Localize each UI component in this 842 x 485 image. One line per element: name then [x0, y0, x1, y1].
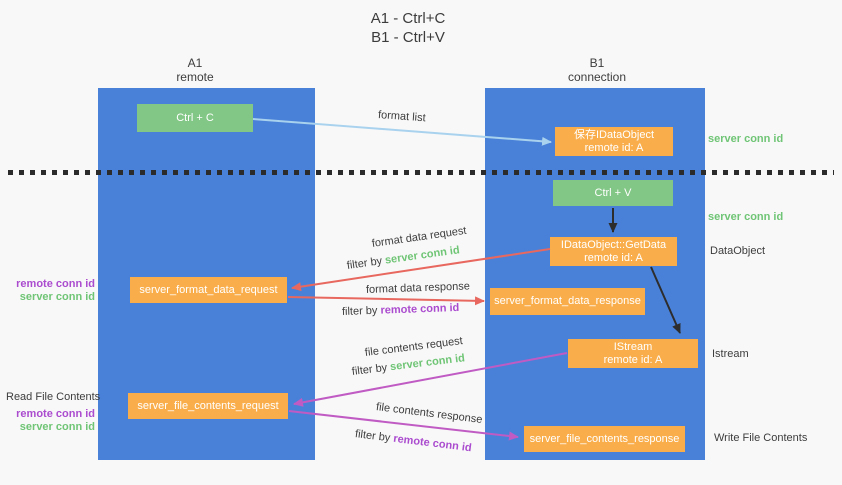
- file-contents-response-label: file contents response: [375, 401, 484, 427]
- left-conn-id-block-2: remote conn id server conn id: [10, 408, 95, 434]
- ctrl-c-label: Ctrl + C: [176, 111, 214, 124]
- filter-by-text-3: filter by: [351, 361, 388, 378]
- right-server-conn-id-mid: server conn id: [708, 211, 784, 223]
- filter-by-text-4: filter by: [354, 428, 391, 445]
- ctrl-v-label: Ctrl + V: [594, 186, 632, 199]
- server-file-contents-response-label: server_file_contents_response: [529, 432, 680, 445]
- server-format-data-response-label: server_format_data_response: [494, 295, 641, 307]
- filter-by-text-1: filter by: [346, 255, 383, 272]
- getdata-line1: IDataObject::GetData: [560, 238, 667, 251]
- remote-conn-id-text-2: remote conn id: [392, 432, 473, 455]
- istream-line2: remote id: A: [603, 353, 663, 366]
- filter-by-text-2: filter by: [341, 304, 378, 318]
- save-idataobject-box: 保存IDataObject remote id: A: [555, 127, 673, 156]
- ctrl-v-box: Ctrl + V: [553, 180, 673, 206]
- filter-by-remote-conn-id-2: filter by remote conn id: [354, 428, 472, 455]
- right-dataobject-label: DataObject: [710, 245, 766, 257]
- left-read-file-contents-label: Read File Contents: [6, 391, 101, 403]
- remote-conn-id-text-1: remote conn id: [380, 301, 460, 317]
- format-data-response-label: format data response: [365, 280, 471, 296]
- title-line-ctrl-c: A1 - Ctrl+C: [370, 10, 446, 27]
- lane-header-a1: A1 remote: [135, 56, 255, 84]
- left-server-conn-id-2: server conn id: [19, 421, 95, 433]
- filter-by-server-conn-id-1: filter by server conn id: [346, 244, 460, 273]
- left-remote-conn-id-1: remote conn id: [16, 278, 95, 290]
- server-file-contents-request-label: server_file_contents_request: [137, 399, 279, 412]
- lane-header-b1: B1 connection: [537, 56, 657, 84]
- title-line-ctrl-v: B1 - Ctrl+V: [371, 29, 445, 46]
- left-conn-id-block-1: remote conn id server conn id: [10, 278, 95, 304]
- istream-line1: IStream: [613, 340, 653, 353]
- diagram-title: A1 - Ctrl+C B1 - Ctrl+V: [288, 9, 528, 47]
- ctrl-c-box: Ctrl + C: [137, 104, 253, 132]
- right-istream-label: Istream: [712, 348, 749, 360]
- save-idataobject-line2: remote id: A: [584, 141, 644, 154]
- filter-by-remote-conn-id-1: filter by remote conn id: [342, 302, 460, 319]
- lane-b1-role: connection: [567, 70, 627, 84]
- lane-b1-name: B1: [589, 56, 605, 70]
- lane-a1-name: A1: [187, 56, 203, 70]
- getdata-line2: remote id: A: [584, 251, 643, 264]
- istream-box: IStream remote id: A: [568, 339, 698, 368]
- lane-a1-role: remote: [176, 70, 214, 84]
- right-write-file-contents-label: Write File Contents: [714, 432, 808, 444]
- left-server-conn-id-1: server conn id: [19, 291, 95, 303]
- left-remote-conn-id-2: remote conn id: [16, 408, 95, 420]
- idataobject-getdata-box: IDataObject::GetData remote id: A: [550, 237, 677, 266]
- right-server-conn-id-top: server conn id: [708, 133, 784, 145]
- server-file-contents-request-box: server_file_contents_request: [128, 393, 288, 419]
- server-file-contents-response-box: server_file_contents_response: [524, 426, 685, 452]
- dotted-separator-line: [8, 170, 834, 175]
- format-list-label: format list: [377, 109, 427, 125]
- server-format-data-request-box: server_format_data_request: [130, 277, 287, 303]
- server-format-data-response-box: server_format_data_response: [490, 288, 645, 315]
- server-format-data-request-label: server_format_data_request: [139, 283, 278, 296]
- arrow-format-data-response: [287, 296, 485, 306]
- save-idataobject-line1: 保存IDataObject: [573, 128, 655, 141]
